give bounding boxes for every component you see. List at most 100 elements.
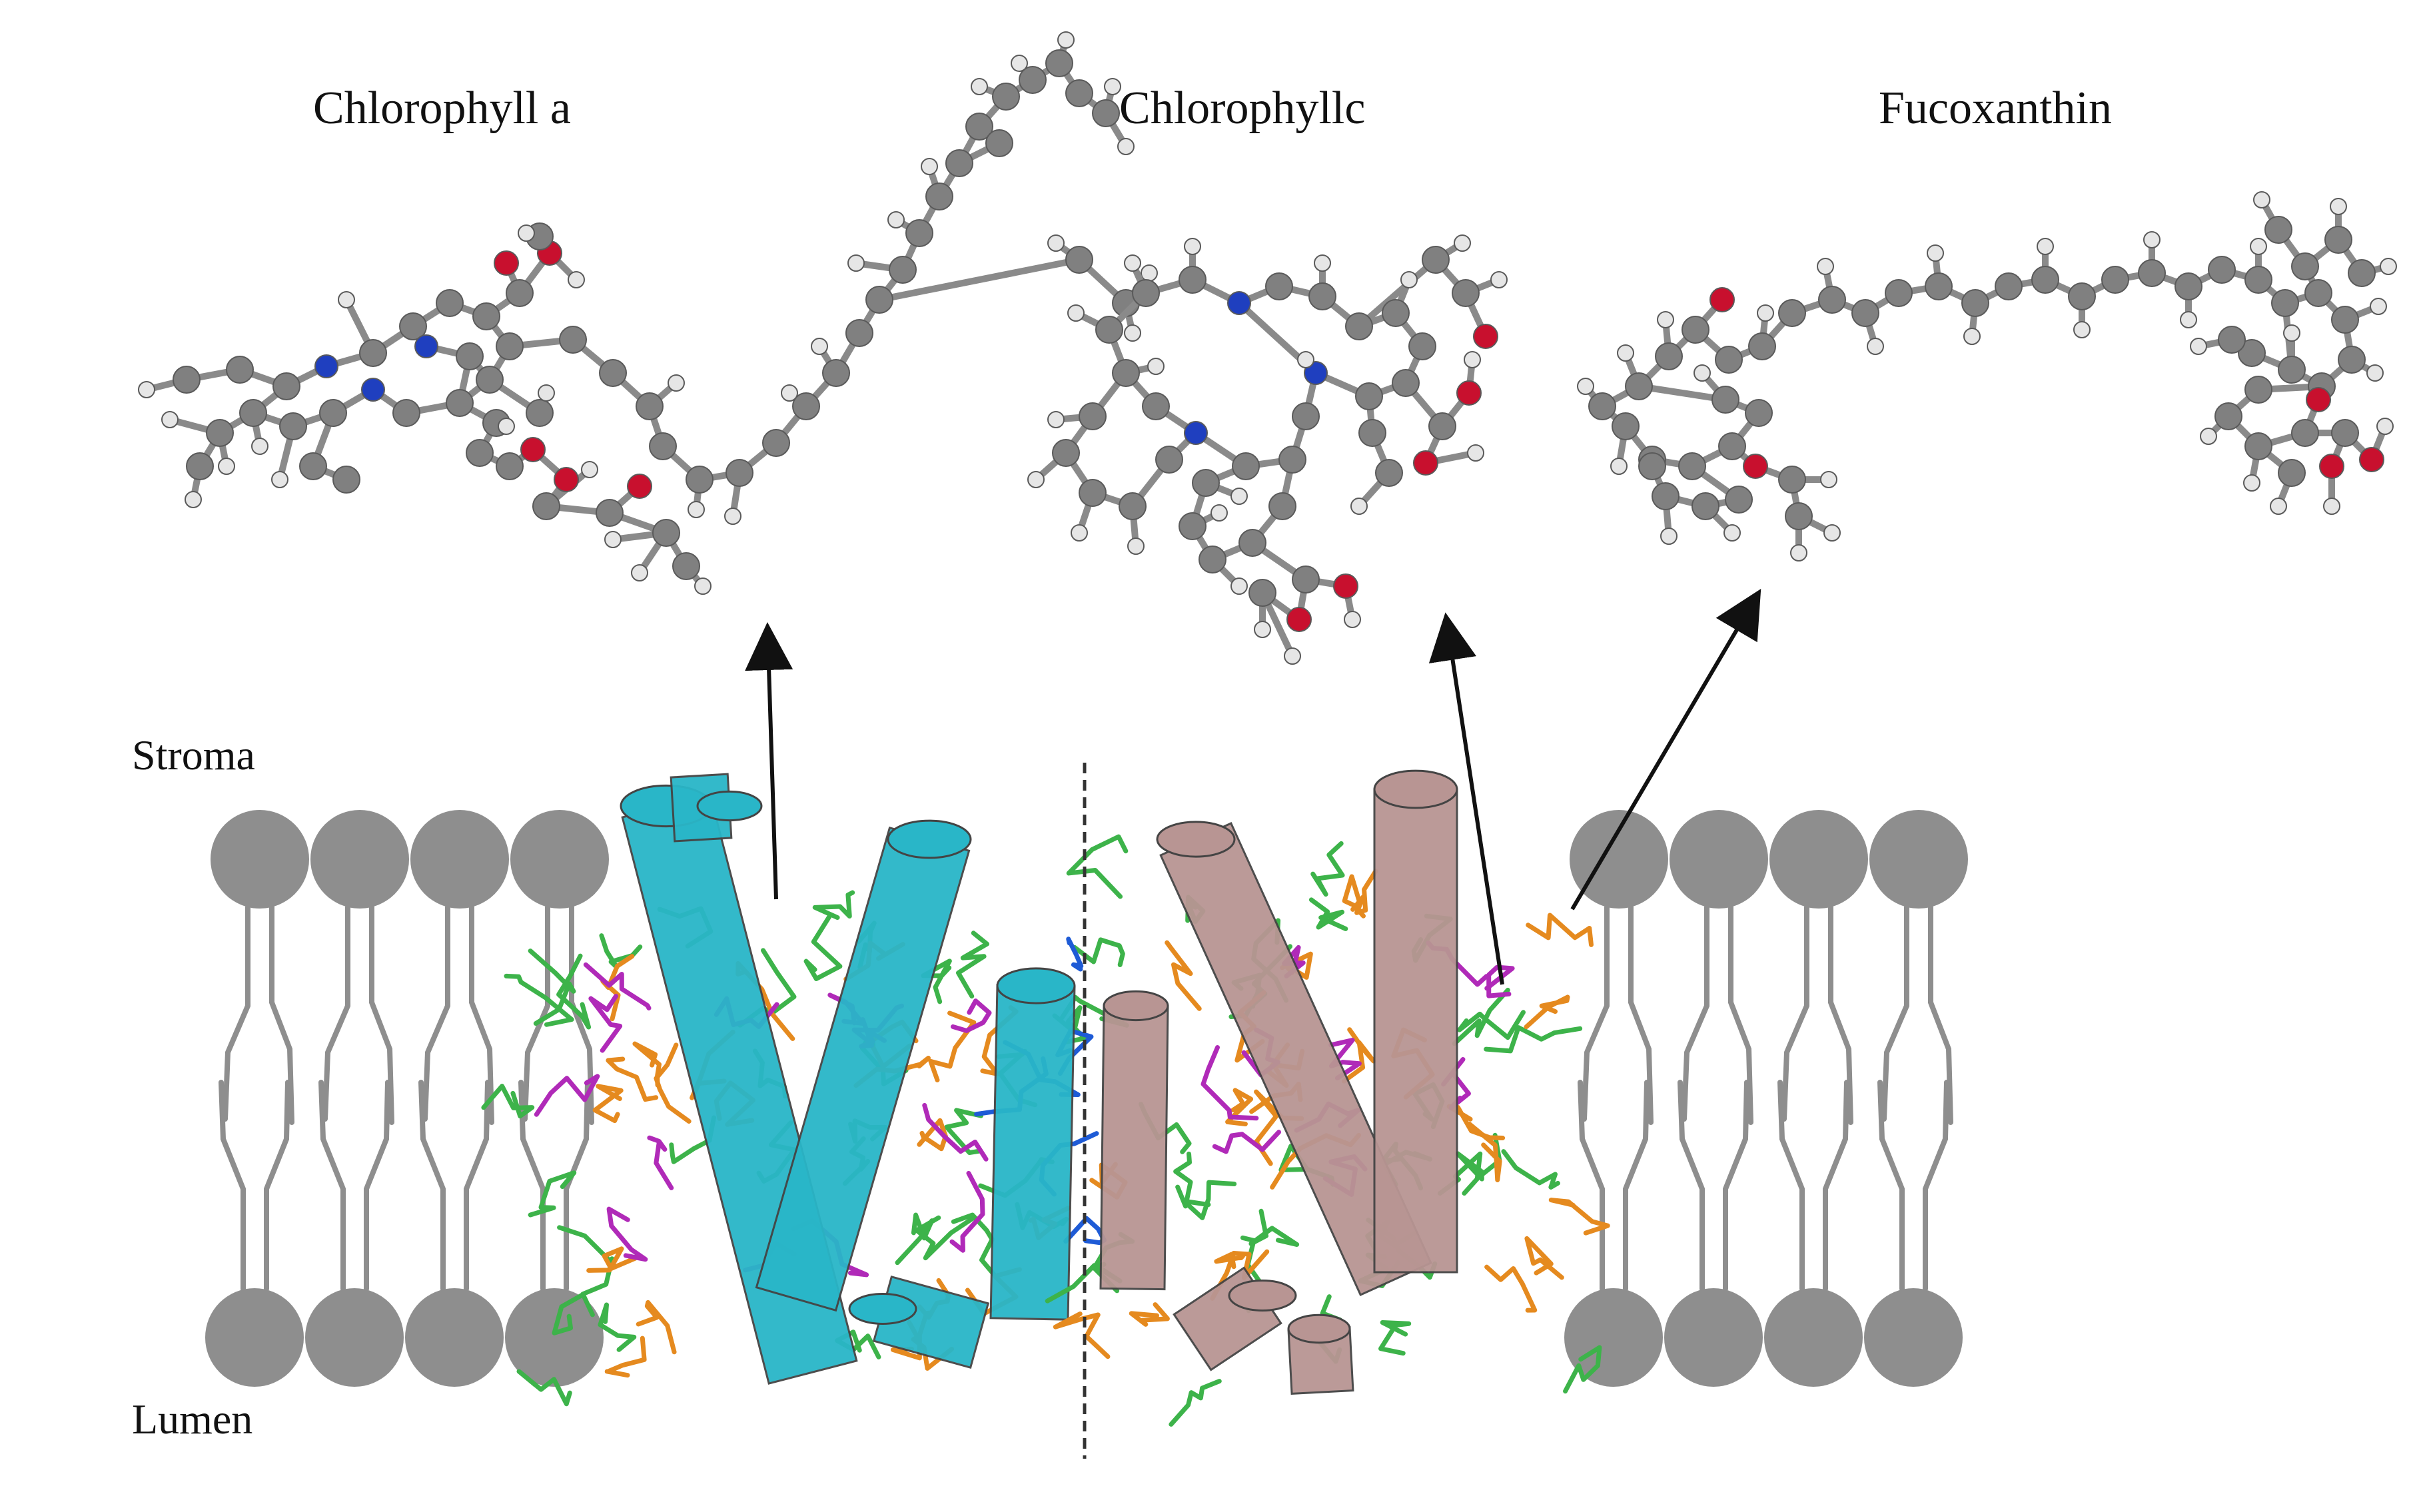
- carbon-atom: [1292, 566, 1320, 593]
- pigment-chlorophyll: [1181, 1180, 1237, 1220]
- pigment-chlorophyll: [598, 1302, 637, 1352]
- carbon-atom: [2218, 326, 2246, 354]
- lipid-tail-bottom: [1823, 1080, 1849, 1292]
- carbon-atom: [206, 419, 234, 447]
- lipid-tail-top: [322, 905, 350, 1122]
- nitrogen-atom: [314, 354, 338, 378]
- hydrogen-atom: [2143, 231, 2161, 248]
- hydrogen-atom: [1617, 344, 1634, 362]
- pigment-carotenoid: [1350, 869, 1378, 915]
- pigment-carotenoid: [592, 1084, 624, 1124]
- carbon-atom: [1019, 66, 1047, 94]
- carbon-atom: [1079, 402, 1107, 430]
- carbon-atom: [2324, 226, 2352, 254]
- carbon-atom: [1065, 246, 1093, 274]
- oxygen-atom: [554, 467, 579, 492]
- fucoxanthin-ball-and-stick: [1577, 191, 2397, 562]
- label-stroma: Stroma: [132, 731, 255, 779]
- carbon-atom: [672, 552, 700, 580]
- lipid-tail-top: [1828, 905, 1853, 1125]
- lipid-head-top: [1769, 810, 1868, 909]
- bond: [1636, 383, 1729, 403]
- hydrogen-atom: [887, 211, 905, 228]
- pigment-carotenoid: [1524, 994, 1570, 1030]
- carbon-atom: [226, 356, 254, 384]
- pigment-carotenoid: [606, 1056, 659, 1102]
- pigment-chlorophyll: [1066, 834, 1129, 899]
- pigment-blue: [1066, 937, 1084, 972]
- carbon-atom: [456, 342, 484, 370]
- carbon-atom: [1725, 486, 1753, 514]
- lipid-head-bottom: [505, 1288, 604, 1387]
- carbon-atom: [1119, 492, 1147, 520]
- carbon-atom: [496, 332, 524, 360]
- carbon-atom: [2331, 306, 2359, 334]
- hydrogen-atom: [568, 271, 585, 288]
- pigment-chlorophyll: [1457, 1010, 1526, 1040]
- oxygen-atom: [1473, 324, 1498, 349]
- carbon-atom: [272, 372, 300, 400]
- hydrogen-atom: [1344, 611, 1361, 628]
- lipid-tail-bottom: [418, 1080, 446, 1292]
- carbon-atom: [1308, 282, 1336, 310]
- oxygen-atom: [2319, 454, 2344, 479]
- lipid-tail-top: [369, 905, 394, 1125]
- hydrogen-atom: [538, 384, 555, 402]
- carbon-atom: [1612, 412, 1640, 440]
- carbon-atom: [1408, 332, 1436, 360]
- pigment-chlorophyll: [1308, 897, 1348, 931]
- hydrogen-atom: [1820, 471, 1837, 488]
- pigment-carotenoid: [1526, 913, 1594, 947]
- hydrogen-atom: [1117, 138, 1135, 155]
- hydrogen-atom: [161, 411, 179, 428]
- carbon-atom: [299, 452, 327, 480]
- pigment-magenta: [949, 1170, 985, 1253]
- carbon-atom: [1885, 279, 1913, 307]
- helix-cylinder-cap: [887, 819, 972, 859]
- helix-cylinder: [1373, 788, 1458, 1274]
- carbon-atom: [1092, 99, 1120, 127]
- hydrogen-atom: [1314, 254, 1331, 272]
- carbon-atom: [496, 452, 524, 480]
- nitrogen-atom: [361, 378, 385, 402]
- carbon-atom: [1655, 342, 1683, 370]
- pigment-magenta: [534, 1074, 600, 1117]
- pigment-carotenoid: [1484, 1264, 1538, 1313]
- helix-cylinder-cap: [1373, 769, 1458, 809]
- carbon-atom: [1268, 492, 1296, 520]
- pigment-carotenoid: [654, 1042, 692, 1124]
- nitrogen-atom: [1184, 421, 1208, 445]
- pigment-chlorophyll: [1501, 1149, 1560, 1190]
- carbon-atom: [1232, 452, 1260, 480]
- helix-cylinder-cap: [1103, 990, 1169, 1022]
- lipid-head-top: [1869, 810, 1968, 909]
- carbon-atom: [2244, 266, 2272, 294]
- hydrogen-atom: [1254, 621, 1271, 638]
- bond: [876, 256, 1083, 303]
- hydrogen-atom: [2243, 474, 2260, 492]
- carbon-atom: [1961, 289, 1989, 317]
- pigment-chlorophyll: [528, 1170, 577, 1218]
- lipid-tail-bottom: [1623, 1080, 1650, 1292]
- lipid-head-top: [510, 810, 609, 909]
- hydrogen-atom: [1011, 55, 1028, 72]
- hydrogen-atom: [1047, 411, 1065, 428]
- helix-cylinder-cap: [1287, 1314, 1351, 1344]
- hydrogen-atom: [1297, 351, 1314, 368]
- carbon-atom: [2208, 256, 2236, 284]
- carbon-atom: [1778, 299, 1806, 327]
- pigment-chlorophyll: [955, 931, 989, 999]
- carbon-atom: [279, 412, 307, 440]
- carbon-atom: [822, 359, 850, 387]
- carbon-atom: [332, 466, 360, 494]
- hydrogen-atom: [1757, 304, 1774, 322]
- pigment-carotenoid: [586, 1246, 638, 1273]
- hydrogen-atom: [2200, 428, 2217, 445]
- pigment-magenta: [583, 962, 652, 1010]
- carbon-atom: [992, 83, 1020, 111]
- hydrogen-atom: [2037, 238, 2054, 255]
- lipid-head-top: [1670, 810, 1768, 909]
- carbon-atom: [1925, 272, 1953, 300]
- pigment-chlorophyll: [504, 973, 574, 1027]
